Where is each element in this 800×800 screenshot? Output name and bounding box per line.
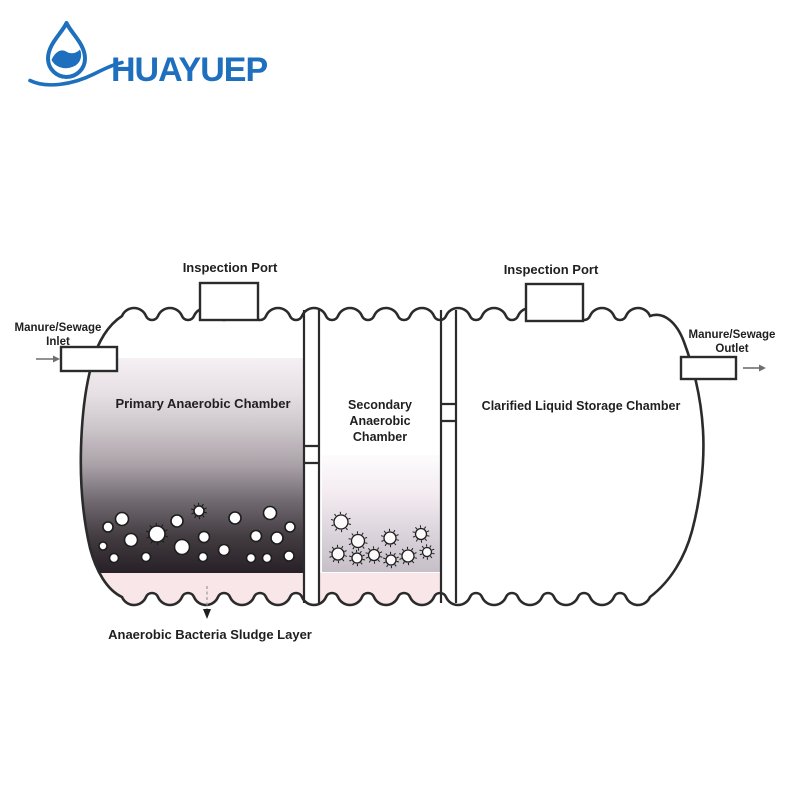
inlet-label-line2: Inlet	[46, 336, 70, 348]
wall-2-body	[440, 310, 457, 603]
outlet-flow-arrow-icon	[743, 364, 766, 372]
logo: HUAYUEP	[28, 21, 268, 89]
inspection-port-right	[524, 282, 585, 323]
primary-chamber-gradient	[80, 358, 305, 573]
secondary-chamber-label-line1: Secondary	[348, 398, 412, 412]
water-drop-icon	[46, 21, 87, 79]
divider-wall-2	[439, 310, 458, 603]
inlet-label-line1: Manure/Sewage	[15, 322, 102, 334]
drop-wave-icon	[51, 49, 82, 69]
clarified-chamber-label: Clarified Liquid Storage Chamber	[482, 399, 681, 413]
secondary-chamber-bacteria	[328, 511, 435, 569]
outlet-label-line2: Outlet	[715, 343, 748, 355]
logo-swoosh	[28, 60, 124, 87]
primary-chamber-label: Primary Anaerobic Chamber	[115, 396, 290, 411]
sludge-layer-label: Anaerobic Bacteria Sludge Layer	[108, 627, 312, 642]
primary-chamber-bubbles	[98, 502, 296, 564]
brand-name: HUAYUEP	[111, 51, 267, 89]
inlet-pipe	[59, 345, 119, 373]
inspection-port-left	[198, 281, 260, 322]
wall-1-body	[303, 310, 320, 603]
inlet-flow-arrow-icon	[36, 355, 60, 363]
sludge-pointer-arrow-icon	[203, 586, 211, 619]
outlet-pipe	[679, 355, 738, 381]
secondary-chamber-label-line3: Chamber	[353, 430, 407, 444]
inspection-port-left-label: Inspection Port	[183, 260, 278, 275]
inspection-port-right-label: Inspection Port	[504, 262, 599, 277]
divider-wall-1	[302, 310, 321, 603]
outlet-label-line1: Manure/Sewage	[689, 329, 776, 341]
chamber-contents	[80, 358, 440, 606]
secondary-chamber-label-line2: Anaerobic	[349, 414, 410, 428]
